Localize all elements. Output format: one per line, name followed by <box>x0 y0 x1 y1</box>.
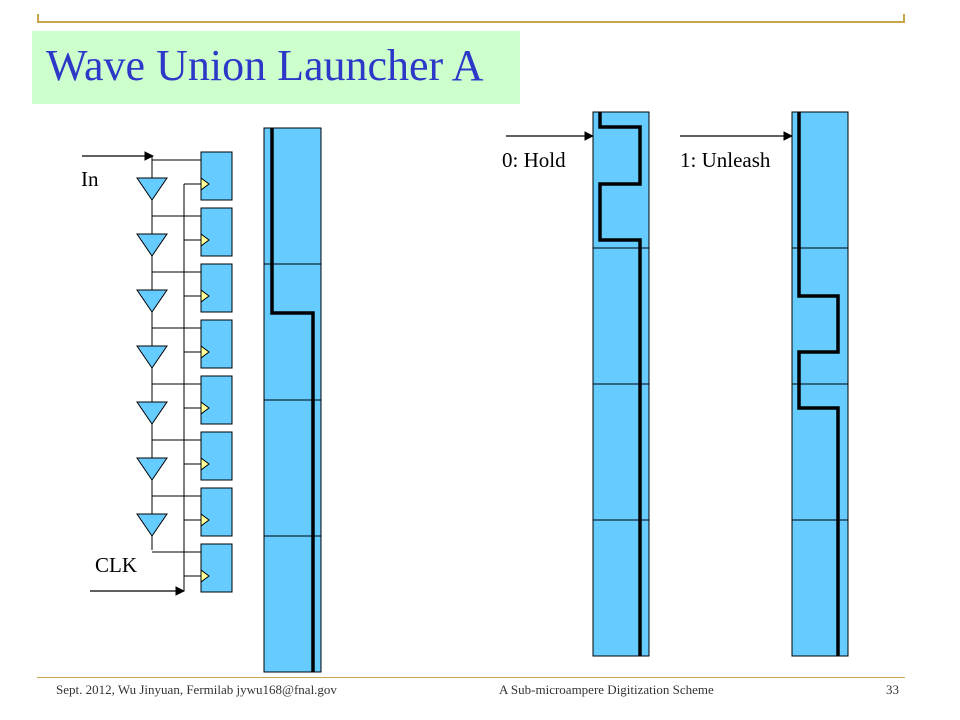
buffer-1 <box>136 177 168 201</box>
top-rule <box>37 21 905 23</box>
slide-title: Wave Union Launcher A <box>46 41 484 90</box>
buffer-7 <box>136 513 168 537</box>
flip-flop-5 <box>200 375 233 425</box>
wave-edge-left <box>270 128 315 672</box>
tap-lines <box>152 159 201 553</box>
footer-left: Sept. 2012, Wu Jinyuan, Fermilab jywu168… <box>56 682 337 697</box>
unleash-label: 1: Unleash <box>680 148 771 172</box>
clock-label: CLK <box>95 553 137 577</box>
bottom-rule <box>37 677 905 678</box>
clock-taps <box>184 183 201 577</box>
delay-buffers <box>136 177 168 537</box>
flip-flop-4 <box>200 319 233 369</box>
buffer-5 <box>136 401 168 425</box>
buffer-4 <box>136 345 168 369</box>
top-rule-right-tick <box>903 14 905 23</box>
delay-column-unleash <box>791 111 849 657</box>
input-label: In <box>81 167 99 191</box>
wave-union-unleash <box>797 112 840 656</box>
delay-column-hold <box>592 111 650 657</box>
buffer-3 <box>136 289 168 313</box>
flip-flop-8 <box>200 543 233 593</box>
flip-flop-1 <box>200 151 233 201</box>
wave-union-hold <box>598 112 642 656</box>
flip-flop-7 <box>200 487 233 537</box>
flip-flop-6 <box>200 431 233 481</box>
buffer-2 <box>136 233 168 257</box>
page-number: 33 <box>886 682 899 697</box>
title-banner <box>32 31 520 104</box>
flip-flop-3 <box>200 263 233 313</box>
buffer-6 <box>136 457 168 481</box>
flip-flops <box>200 151 233 593</box>
flip-flop-2 <box>200 207 233 257</box>
footer-center: A Sub-microampere Digitization Scheme <box>499 682 714 697</box>
top-rule-left-tick <box>37 14 39 23</box>
hold-label: 0: Hold <box>502 148 566 172</box>
delay-column-left <box>263 127 322 673</box>
